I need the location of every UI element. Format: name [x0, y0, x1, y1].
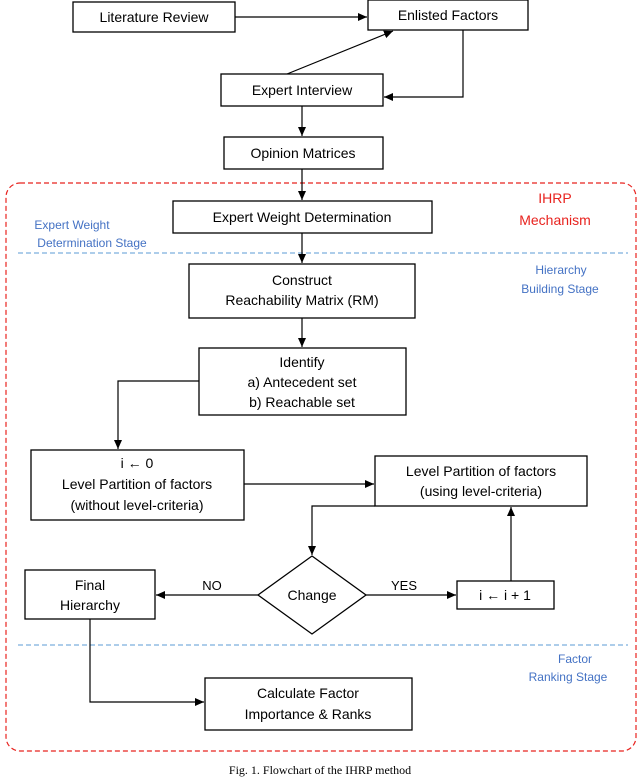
opinion-matrices-label: Opinion Matrices: [250, 145, 355, 161]
increment-node: i ← i + 1: [456, 580, 555, 610]
increment-label: i ← i + 1: [479, 587, 531, 603]
identify-line-1: Identify: [279, 354, 324, 370]
mechanism-label: Mechanism: [519, 212, 591, 228]
identify-node: Identify a) Antecedent set b) Reachable …: [198, 347, 407, 416]
expert-weight-determination-node: Expert Weight Determination: [172, 200, 433, 234]
edge-enlisted-to-interview: [384, 30, 464, 101]
ihrp-label: IHRP: [538, 190, 571, 206]
construct-rm-node: Construct Reachability Matrix (RM): [188, 263, 416, 319]
expert-weight-determination-label: Expert Weight Determination: [213, 209, 392, 225]
edge-identify-to-initial-partition: [114, 380, 199, 449]
literature-review-label: Literature Review: [100, 9, 210, 25]
identify-line-3: b) Reachable set: [249, 394, 355, 410]
expert-weight-stage-line-2: Determination Stage: [37, 236, 147, 250]
literature-review-node: Literature Review: [72, 1, 236, 33]
edge-final-to-calculate: [89, 619, 204, 706]
edge-interview-to-enlisted: [286, 30, 394, 75]
expert-interview-label: Expert Interview: [252, 82, 353, 98]
construct-rm-line-2: Reachability Matrix (RM): [225, 292, 378, 308]
expert-interview-node: Expert Interview: [220, 73, 384, 107]
calculate-line-1: Calculate Factor: [257, 685, 359, 701]
edge-label-no: NO: [202, 578, 222, 593]
change-decision-node: Change: [256, 555, 368, 635]
figure-caption: Fig. 1. Flowchart of the IHRP method: [229, 763, 411, 777]
level-partition-loop-line-1: Level Partition of factors: [406, 463, 556, 479]
identify-line-2: a) Antecedent set: [248, 374, 357, 390]
final-hierarchy-line-2: Hierarchy: [60, 597, 120, 613]
final-hierarchy-node: Final Hierarchy: [24, 569, 156, 620]
enlisted-factors-node: Enlisted Factors: [367, 0, 529, 31]
level-partition-loop-line-2: (using level-criteria): [420, 483, 542, 499]
edge-label-yes: YES: [391, 578, 417, 593]
factor-ranking-stage-line-1: Factor: [558, 652, 592, 666]
ihrp-mechanism-border: [5, 182, 637, 752]
expert-weight-stage-line-1: Expert Weight: [34, 218, 110, 232]
change-label: Change: [287, 587, 336, 603]
calculate-line-2: Importance & Ranks: [245, 706, 372, 722]
final-hierarchy-line-1: Final: [75, 577, 105, 593]
opinion-matrices-node: Opinion Matrices: [223, 136, 384, 170]
level-partition-initial-line-3: (without level-criteria): [70, 497, 203, 513]
level-partition-initial-line-1: i ← 0: [121, 455, 154, 471]
level-partition-initial-node: i ← 0 Level Partition of factors (withou…: [30, 449, 245, 521]
construct-rm-line-1: Construct: [272, 272, 332, 288]
hierarchy-stage-line-1: Hierarchy: [535, 263, 586, 277]
enlisted-factors-label: Enlisted Factors: [398, 7, 498, 23]
factor-ranking-stage-line-2: Ranking Stage: [529, 670, 608, 684]
level-partition-initial-line-2: Level Partition of factors: [62, 476, 212, 492]
calculate-ranks-node: Calculate Factor Importance & Ranks: [204, 677, 413, 731]
level-partition-loop-node: Level Partition of factors (using level-…: [374, 455, 588, 507]
edge-loop-to-change: [308, 505, 375, 555]
hierarchy-stage-line-2: Building Stage: [521, 282, 599, 296]
